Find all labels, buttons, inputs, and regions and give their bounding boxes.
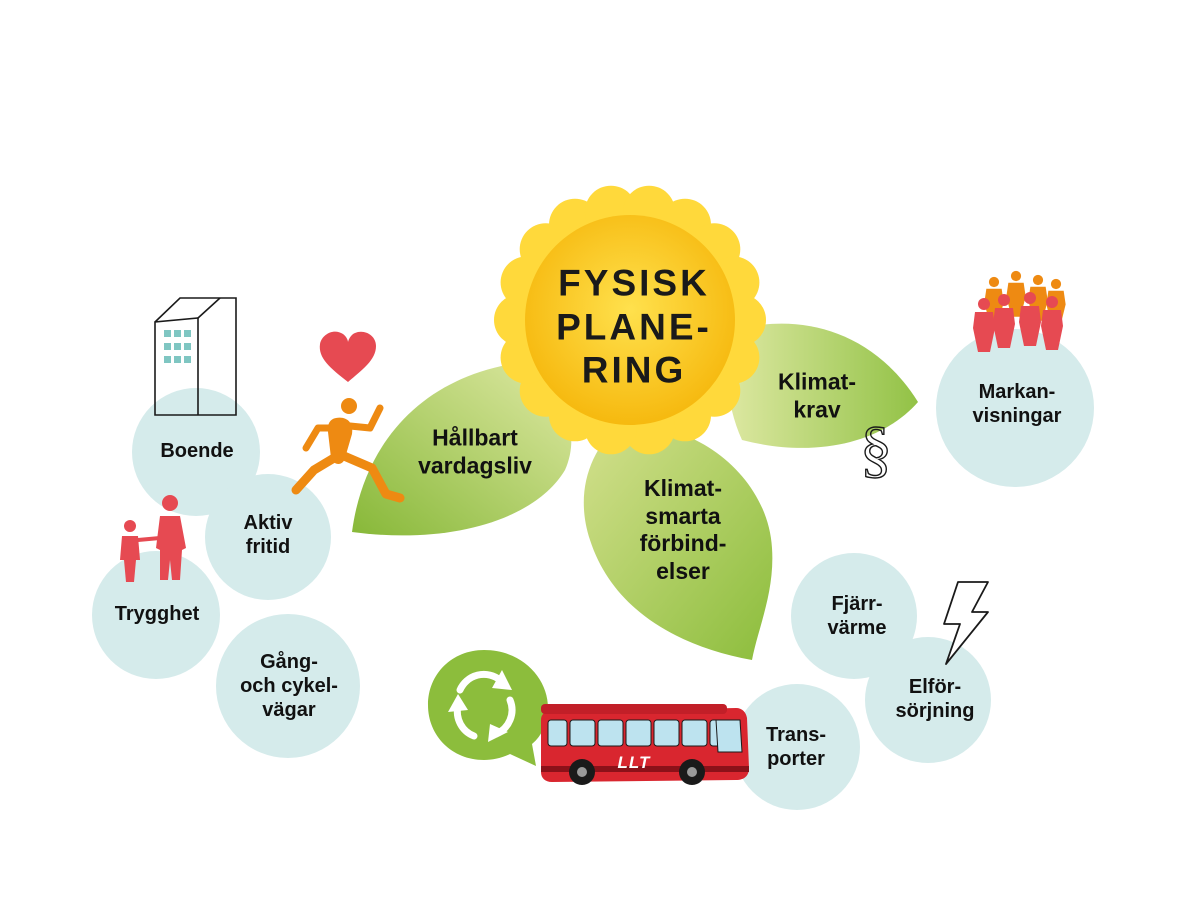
bubble-group	[92, 329, 1094, 810]
leaf-label-klimatsmarta: Klimat- smarta förbind- elser	[639, 474, 727, 584]
leaf-klimatsmarta	[583, 423, 773, 660]
leaf-label-klimatkrav: Klimat- krav	[778, 368, 856, 422]
bubble-label-boende: Boende	[160, 440, 234, 462]
leaf-klimatkrav	[726, 323, 918, 448]
bubble-label-trygghet: Trygghet	[114, 603, 200, 625]
bubble-aktiv	[205, 474, 331, 600]
bubble-label-transporter: Trans- porter	[765, 724, 827, 770]
crowd-person	[1041, 296, 1063, 350]
leaf-label-hallbart: Hållbart vardagsliv	[418, 424, 532, 478]
bubble-trygghet	[92, 551, 220, 679]
heart-icon	[319, 331, 376, 382]
bus-brand-label: LLT	[617, 753, 651, 772]
bubble-markan	[936, 329, 1094, 487]
bus-window	[597, 719, 624, 747]
bubble-label-fjarr: Fjärr- värme	[827, 593, 887, 639]
bubble-elfor	[865, 637, 991, 763]
lightning-icon	[943, 581, 989, 665]
crowd-person	[993, 294, 1015, 348]
bus-window	[653, 719, 680, 747]
recycle-icon	[428, 650, 548, 766]
bus-window	[569, 719, 596, 747]
bus-window	[547, 719, 568, 747]
crowd-person	[1019, 292, 1041, 346]
bus-window	[681, 719, 708, 747]
bubble-transporter	[734, 684, 860, 810]
bubble-fjarr	[791, 553, 917, 679]
crowd-icon	[973, 270, 1066, 352]
sun-core	[525, 215, 735, 425]
bubble-label-gang: Gång- och cykel- vägar	[240, 651, 338, 721]
center-title: FYSISK PLANE- RING	[556, 262, 712, 391]
paragraph-icon: §	[860, 413, 892, 484]
building-icon	[154, 297, 237, 416]
bubble-label-elfor: Elför- sörjning	[895, 676, 975, 722]
bus-icon	[541, 704, 749, 785]
bubble-gang	[216, 614, 360, 758]
bubble-boende	[132, 388, 260, 516]
runner-icon	[291, 398, 405, 503]
bus-window	[625, 719, 652, 747]
bubble-label-markan: Markan- visningar	[972, 381, 1062, 427]
crowd-person	[973, 298, 995, 352]
family-icon	[120, 495, 186, 582]
bubble-label-aktiv: Aktiv fritid	[243, 512, 293, 558]
leaf-hallbart	[352, 364, 572, 536]
